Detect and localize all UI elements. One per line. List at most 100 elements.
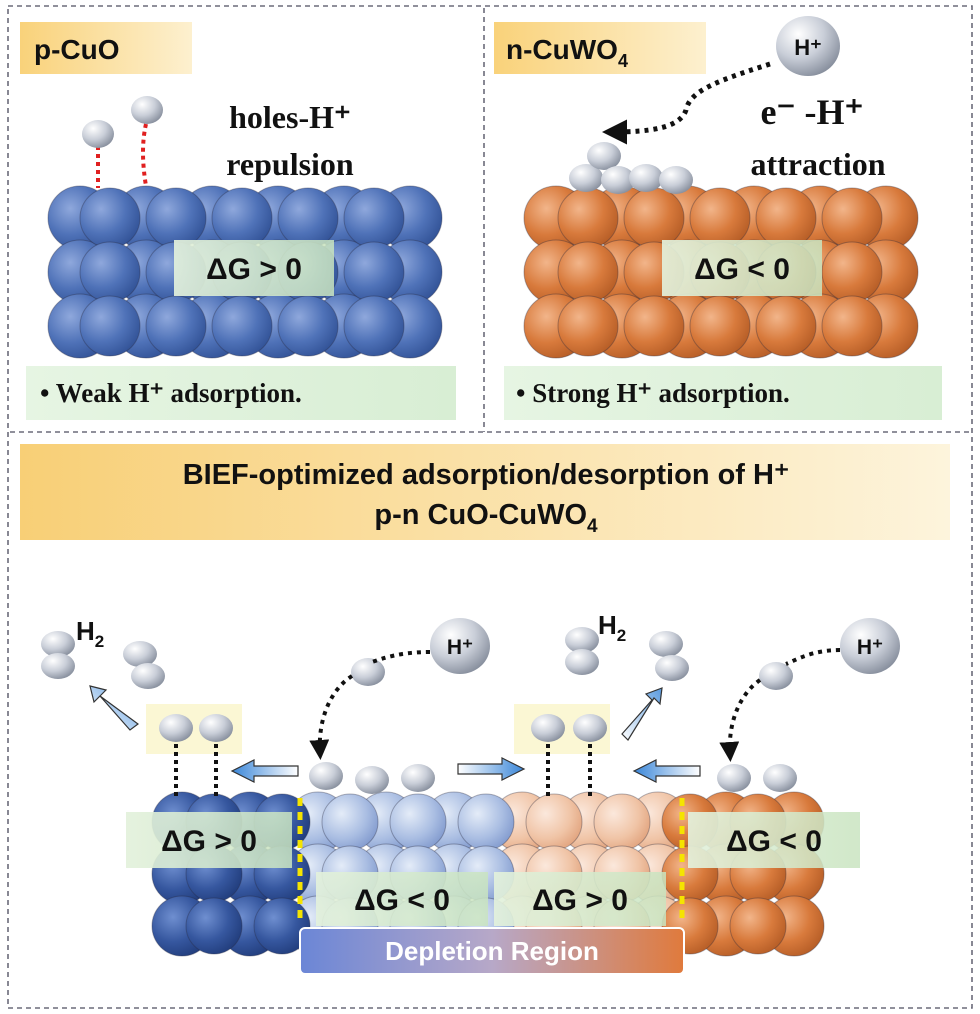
hydrogen-molecule-atom — [649, 631, 683, 657]
hydrogen-atom — [629, 164, 663, 192]
proton-path-arrow — [602, 61, 771, 145]
junction-title-box — [20, 444, 950, 540]
hydrogen-atom — [401, 764, 435, 792]
attraction-label: attraction — [750, 146, 885, 182]
delta-g-label-1: ΔG > 0 — [161, 825, 257, 858]
lattice-atom — [821, 241, 883, 303]
n-cuwo4-label: n-CuWO4 — [506, 34, 628, 71]
depletion-region-label: Depletion Region — [385, 936, 599, 966]
hydrogen-atom — [587, 142, 621, 170]
migration-arrow-left — [230, 759, 299, 783]
panel-p-cuo: p-CuO holes-H⁺ repulsion ΔG > 0 • Weak H… — [20, 22, 456, 420]
depletion-region-bar — [299, 927, 685, 975]
hydrogen-atom — [82, 120, 114, 148]
lattice-atom — [623, 295, 685, 357]
lattice-atom — [79, 187, 141, 249]
lattice-atom — [211, 295, 273, 357]
lattice-atom — [821, 295, 883, 357]
lattice-atom — [689, 187, 751, 249]
hydrogen-atom — [351, 658, 385, 686]
delta-g-label: ΔG < 0 — [694, 253, 790, 286]
panel-n-cuwo4: n-CuWO4 H⁺ e⁻ -H⁺ attraction ΔG < 0 • St… — [494, 16, 942, 420]
hydrogen-molecule-atom — [41, 631, 75, 657]
outer-frame — [7, 5, 973, 1009]
proton-sphere — [840, 618, 900, 674]
lattice-atom — [79, 295, 141, 357]
proton-path-arrow — [309, 674, 354, 760]
junction-title-line2: p-n CuO-CuWO4 — [374, 499, 598, 537]
hydrogen-molecule-atom — [41, 653, 75, 679]
repulsion-bond — [141, 123, 148, 187]
lattice-atom — [557, 241, 619, 303]
p-cuo-label-box — [20, 22, 192, 74]
hydrogen-atom — [601, 166, 635, 194]
delta-g-label: ΔG > 0 — [206, 253, 302, 286]
lattice-atom — [79, 241, 141, 303]
holes-h-label: holes-H⁺ — [229, 99, 351, 135]
lattice-atom — [211, 187, 273, 249]
lattice-atom — [557, 187, 619, 249]
lattice-atom — [277, 295, 339, 357]
p-cuo-label: p-CuO — [34, 34, 120, 65]
hydrogen-atom — [531, 714, 565, 742]
lattice-atom — [755, 295, 817, 357]
lattice-atom — [689, 295, 751, 357]
hydrogen-molecule-atom — [123, 641, 157, 667]
proton-path-arrow — [719, 678, 762, 762]
weak-adsorption-box — [26, 366, 456, 420]
delta-g-box — [688, 812, 860, 868]
strong-adsorption-text: • Strong H⁺ adsorption. — [516, 378, 790, 408]
lattice-atom — [343, 295, 405, 357]
lattice-atom — [185, 897, 243, 955]
hydrogen-atom — [355, 766, 389, 794]
hydrogen-atom — [717, 764, 751, 792]
migration-arrow-left — [632, 759, 701, 783]
panel-p-n-junction: BIEF-optimized adsorption/desorption of … — [20, 444, 950, 975]
hydrogen-molecule-atom — [565, 627, 599, 653]
delta-g-label-2: ΔG < 0 — [354, 884, 450, 917]
lattice-atom — [557, 295, 619, 357]
lattice-atom — [145, 295, 207, 357]
weak-adsorption-text: • Weak H⁺ adsorption. — [40, 378, 302, 408]
junction-title-line1: BIEF-optimized adsorption/desorption of … — [183, 459, 790, 491]
delta-g-box — [316, 872, 488, 926]
delta-g-label-3: ΔG > 0 — [532, 884, 628, 917]
electron-h-label: e⁻ -H⁺ — [761, 92, 864, 132]
lattice-atom — [821, 187, 883, 249]
delta-g-box — [174, 240, 334, 296]
h2-left-label: H2 — [76, 616, 104, 651]
repulsion-label: repulsion — [226, 146, 354, 182]
hydrogen-atom — [659, 166, 693, 194]
delta-g-box — [126, 812, 292, 868]
lattice-atom — [253, 897, 311, 955]
hydrogen-atom — [199, 714, 233, 742]
lattice-atom — [343, 187, 405, 249]
hydrogen-atom — [159, 714, 193, 742]
proton-sphere — [776, 16, 840, 76]
lattice-atom — [277, 187, 339, 249]
lattice-atom — [343, 241, 405, 303]
strong-adsorption-box — [504, 366, 942, 420]
hydrogen-atom — [309, 762, 343, 790]
hydrogen-molecule-atom — [655, 655, 689, 681]
proton-label-right: H⁺ — [857, 636, 883, 659]
lattice-atom — [145, 187, 207, 249]
lattice-atom — [457, 793, 515, 851]
desorption-arrow — [89, 685, 140, 731]
proton-path — [785, 648, 841, 666]
proton-path — [371, 650, 431, 664]
lattice-atom — [755, 187, 817, 249]
lattice-atom — [525, 793, 583, 851]
hydrogen-atom — [573, 714, 607, 742]
hydrogen-molecule-atom — [131, 663, 165, 689]
desorption-arrow — [621, 687, 663, 741]
proton-label-left: H⁺ — [447, 636, 473, 659]
delta-g-box — [662, 240, 822, 296]
migration-arrow-right — [457, 757, 526, 781]
lattice-atom — [389, 793, 447, 851]
proton-sphere — [430, 618, 490, 674]
proton-label: H⁺ — [794, 35, 822, 60]
lattice-atom — [593, 793, 651, 851]
lattice-atom — [729, 897, 787, 955]
